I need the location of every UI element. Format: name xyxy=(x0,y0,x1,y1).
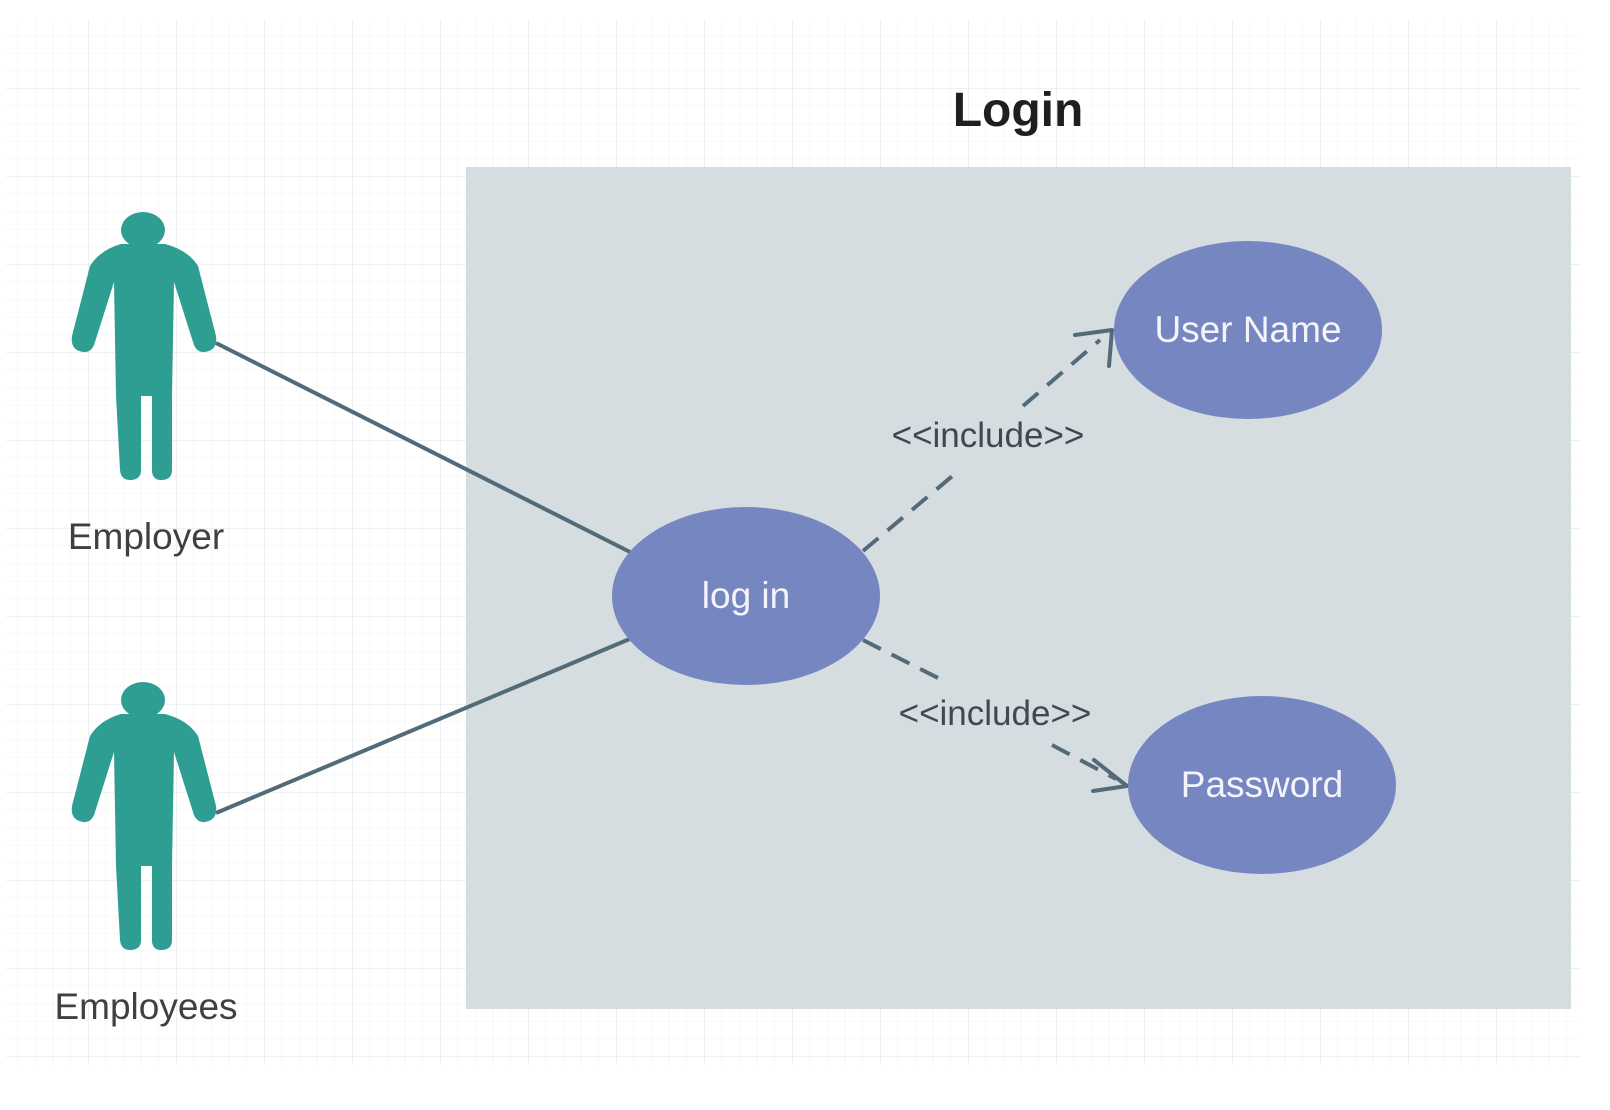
arrowhead-icon xyxy=(1091,758,1129,793)
include-relation-username[interactable] xyxy=(861,328,1114,553)
use-case-password[interactable]: Password xyxy=(1128,696,1396,874)
include-relation-password[interactable] xyxy=(862,638,1129,793)
use-case-login-label: log in xyxy=(702,575,790,616)
use-case-login[interactable]: log in xyxy=(612,507,880,685)
include-label-password: <<include>> xyxy=(899,694,1092,733)
actor-employer[interactable]: Employer xyxy=(68,212,224,557)
person-icon xyxy=(71,682,217,950)
diagram-title: Login xyxy=(953,84,1084,137)
include-label-username: <<include>> xyxy=(892,416,1085,455)
use-case-password-label: Password xyxy=(1181,764,1343,805)
actor-employer-label: Employer xyxy=(68,516,224,557)
actor-employees-label: Employees xyxy=(54,986,237,1027)
use-case-username[interactable]: User Name xyxy=(1114,241,1382,419)
use-case-username-label: User Name xyxy=(1154,309,1341,350)
association-employees-login[interactable] xyxy=(215,636,633,815)
person-icon xyxy=(71,212,217,480)
arrowhead-icon xyxy=(1073,328,1114,368)
actor-employees[interactable]: Employees xyxy=(54,682,238,1027)
association-employer-login[interactable] xyxy=(215,341,633,555)
